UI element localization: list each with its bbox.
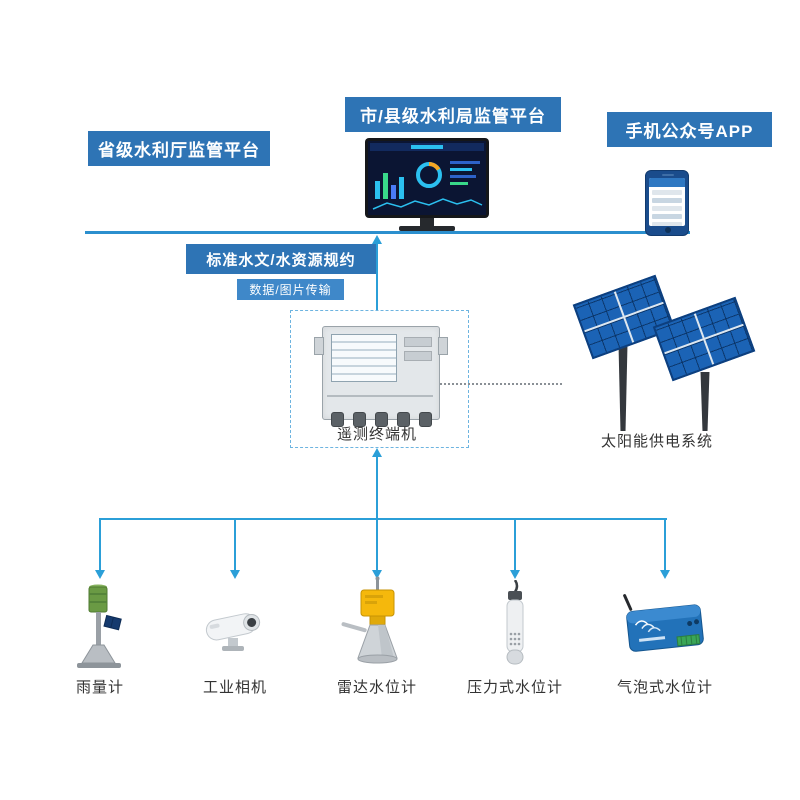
rtu-device-graphic xyxy=(314,326,448,427)
sensor-branch-line xyxy=(99,520,101,572)
phone-app-header xyxy=(649,178,685,187)
dashboard-chart-icon xyxy=(368,141,486,215)
sensor-branch-arrow xyxy=(230,570,240,579)
protocol-box: 标准水文/水资源规约 xyxy=(186,244,376,274)
sensor-collector-line xyxy=(99,518,667,520)
phone-speaker xyxy=(662,174,674,176)
monitor-stand-neck xyxy=(420,218,434,226)
terminal-dashed-box xyxy=(290,310,469,448)
sensor-branch-arrow xyxy=(660,570,670,579)
transmission-label: 数据/图片传输 xyxy=(249,283,332,297)
phone-app-row xyxy=(652,190,682,195)
sensor-label: 气泡式水位计 xyxy=(616,679,713,696)
pressure-level-gauge-icon xyxy=(495,579,535,677)
rtu-screen xyxy=(331,334,397,382)
monitor-bezel xyxy=(365,138,489,218)
industrial-camera-icon xyxy=(198,600,272,661)
rtu-cable-gland xyxy=(419,412,432,427)
app-platform-label: 手机公众号APP xyxy=(625,122,754,141)
sensor-uplink-arrow-head xyxy=(372,448,382,457)
solar-label: 太阳能供电系统 xyxy=(600,433,713,450)
uplink-arrow-head xyxy=(372,235,382,244)
terminal-label: 遥测终端机 xyxy=(336,426,417,443)
protocol-label: 标准水文/水资源规约 xyxy=(206,251,356,269)
solar-pole xyxy=(618,345,628,431)
sensor-branch-arrow xyxy=(372,570,382,579)
rtu-cable-gland xyxy=(375,412,388,427)
city-platform-box: 市/县级水利局监管平台 xyxy=(345,97,561,132)
rtu-hinge xyxy=(327,395,433,397)
sensor-branch-line xyxy=(234,520,236,572)
phone-app-screen xyxy=(649,178,685,226)
app-platform-box: 手机公众号APP xyxy=(607,112,772,147)
sensor-branch-arrow xyxy=(95,570,105,579)
sensor-label: 工业相机 xyxy=(202,679,267,696)
phone-app-row xyxy=(652,206,682,211)
rain-gauge-icon xyxy=(65,583,135,676)
rtu-cable-gland xyxy=(353,412,366,427)
phone-app-row xyxy=(652,198,682,203)
sensor-branch-line xyxy=(514,520,516,572)
monitor-graphic xyxy=(365,138,495,234)
phone-app-row xyxy=(652,214,682,219)
rtu-port-block xyxy=(404,351,432,361)
sensor-uplink-line xyxy=(376,456,378,519)
rtu-cable-gland xyxy=(331,412,344,427)
sensor-label: 雷达水位计 xyxy=(336,679,417,696)
bubble-level-gauge-icon xyxy=(620,590,712,667)
dashboard-screen xyxy=(368,141,486,215)
phone-home-button xyxy=(665,227,671,233)
rtu-mount-tab xyxy=(314,337,324,355)
provincial-platform-box: 省级水利厅监管平台 xyxy=(88,131,270,166)
phone-app-row xyxy=(652,222,682,226)
sensor-branch-line xyxy=(376,520,378,572)
monitor-stand-base xyxy=(399,226,455,231)
uplink-arrow-line xyxy=(376,243,378,310)
sensor-branch-line xyxy=(664,520,666,572)
solar-pole xyxy=(700,372,710,431)
rtu-port-block xyxy=(404,337,432,347)
city-platform-label: 市/县级水利局监管平台 xyxy=(360,107,546,126)
rtu-cable-gland xyxy=(397,412,410,427)
sensor-label: 雨量计 xyxy=(75,679,124,696)
sensor-label: 压力式水位计 xyxy=(466,679,563,696)
network-bus-line xyxy=(85,231,690,234)
sensor-branch-arrow xyxy=(510,570,520,579)
antenna-feeder-line xyxy=(440,383,562,385)
rtu-mount-tab xyxy=(438,337,448,355)
transmission-box: 数据/图片传输 xyxy=(237,279,344,300)
phone-graphic xyxy=(645,170,689,236)
radar-level-gauge-icon xyxy=(337,576,417,677)
provincial-platform-label: 省级水利厅监管平台 xyxy=(98,141,260,160)
